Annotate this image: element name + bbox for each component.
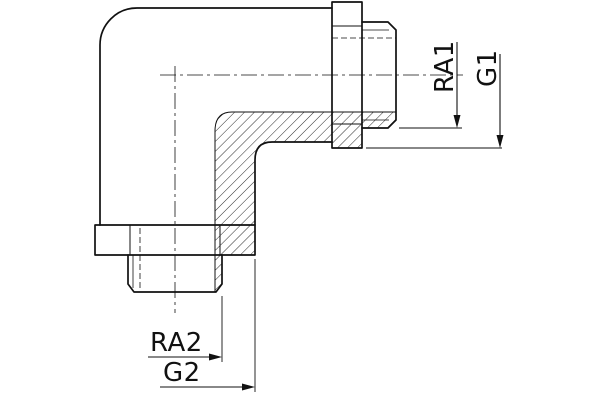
port1-hex-outline: [331, 1, 363, 149]
port1-thread-outline: [361, 21, 397, 129]
centerlines: [160, 66, 463, 313]
elbow-outer-contour: [99, 7, 333, 226]
port2-thread-outline: [127, 254, 223, 293]
hatch-port2-wall: [215, 225, 255, 290]
label-ra2: RA2: [150, 328, 203, 358]
section-hatching: [215, 112, 396, 290]
port2-hex-outline: [94, 224, 256, 256]
elbow-inner-contour: [254, 141, 333, 226]
label-ra1: RA1: [430, 40, 460, 93]
hatch-elbow-wall: [215, 112, 332, 225]
g2-arrow-icon: [242, 383, 255, 391]
detail-lines: [129, 25, 396, 292]
g1-arrow-icon: [496, 135, 504, 148]
label-g1: G1: [473, 49, 503, 87]
label-g2: G2: [163, 358, 201, 388]
ra1-arrow-icon: [453, 115, 461, 128]
dimension-annotations: RA1 G1 RA2 G2: [148, 40, 504, 392]
ra2-arrow-icon: [209, 353, 222, 361]
bore-section-edge: [214, 111, 396, 292]
hatch-port1-wall: [332, 112, 396, 148]
body-outline: [94, 1, 397, 293]
